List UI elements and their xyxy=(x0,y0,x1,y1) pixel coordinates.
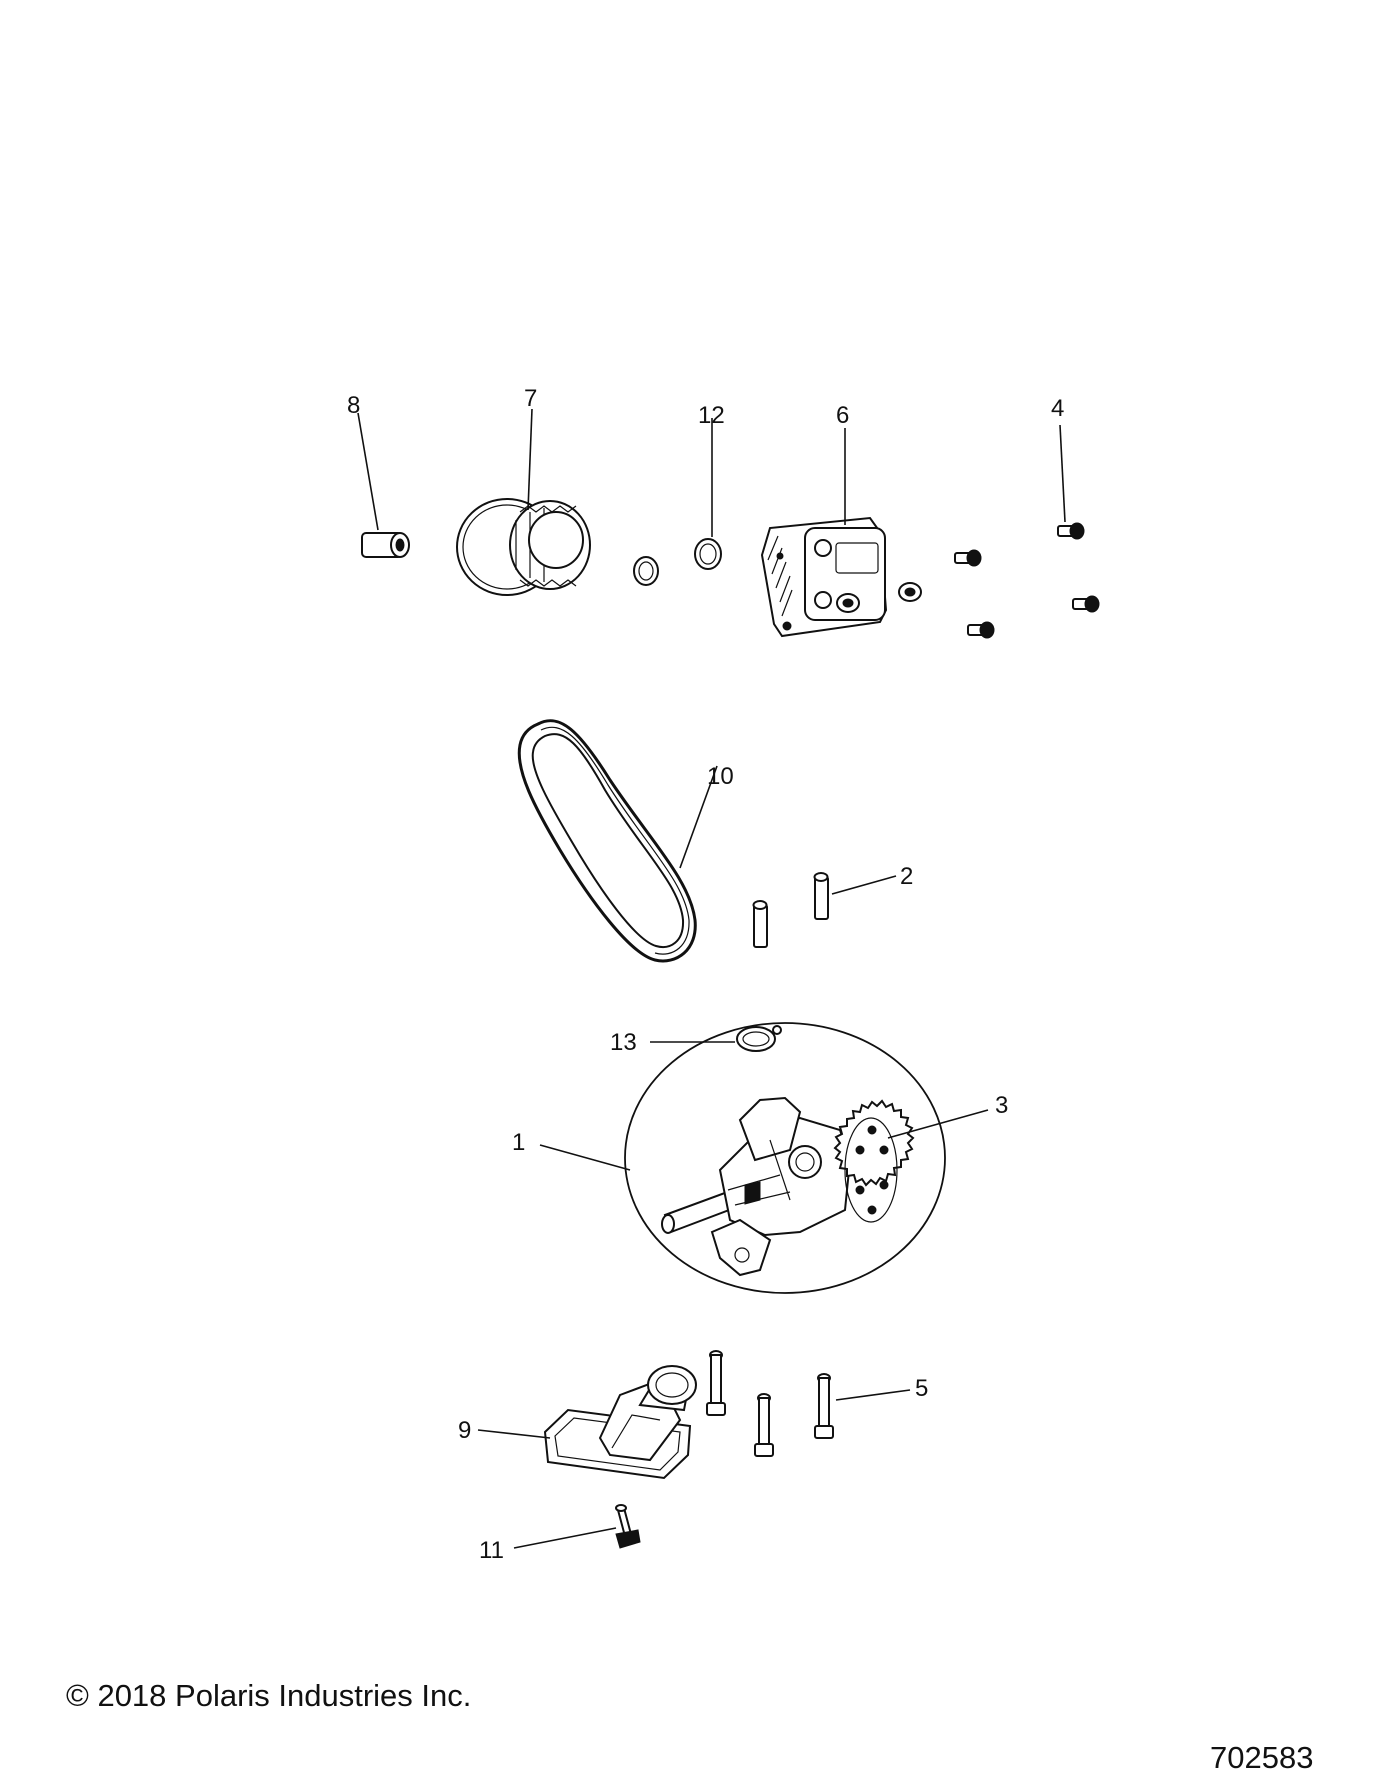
bolt xyxy=(706,1350,726,1416)
part-2-dowel-pins[interactable] xyxy=(752,872,829,948)
callout-9[interactable]: 9 xyxy=(458,1417,471,1444)
callout-5[interactable]: 5 xyxy=(915,1375,928,1402)
part-11-drain-bolt[interactable] xyxy=(615,1504,641,1549)
leader-3 xyxy=(887,1109,989,1139)
leader-11 xyxy=(513,1527,617,1549)
screw xyxy=(954,549,982,567)
leader-7 xyxy=(527,408,533,511)
callout-12[interactable]: 12 xyxy=(698,402,725,429)
part-7-oil-filter[interactable] xyxy=(456,498,591,596)
callout-11[interactable]: 11 xyxy=(479,1537,504,1564)
screw xyxy=(1057,522,1085,540)
callout-7[interactable]: 7 xyxy=(524,385,537,412)
part-5-bolts[interactable] xyxy=(706,1350,834,1457)
leader-5 xyxy=(835,1389,911,1401)
leader-8 xyxy=(357,412,379,531)
callout-6[interactable]: 6 xyxy=(836,402,849,429)
screw xyxy=(1072,595,1100,613)
callout-4[interactable]: 4 xyxy=(1051,395,1064,422)
callout-10[interactable]: 10 xyxy=(707,763,734,790)
leader-9 xyxy=(477,1429,551,1439)
callout-1[interactable]: 1 xyxy=(512,1129,525,1156)
part-8-sleeve[interactable] xyxy=(361,532,410,558)
copyright-notice: © 2018 Polaris Industries Inc. xyxy=(66,1678,472,1713)
leader-1 xyxy=(539,1144,631,1171)
part-12-seal-ring[interactable] xyxy=(694,538,722,570)
part-1-oil-pump-assembly[interactable] xyxy=(624,1022,946,1294)
part-13-o-ring[interactable] xyxy=(736,1025,782,1052)
part-10-drive-belt[interactable] xyxy=(517,719,697,963)
diagram-number: 702583 xyxy=(1210,1740,1314,1775)
part-3-sprocket[interactable] xyxy=(833,1099,915,1223)
part-4-screws[interactable] xyxy=(954,522,1100,639)
o-ring[interactable] xyxy=(633,556,659,586)
callout-3[interactable]: 3 xyxy=(995,1092,1008,1119)
screw xyxy=(967,621,995,639)
bolt xyxy=(754,1393,774,1457)
part-9-oil-pickup[interactable] xyxy=(543,1365,697,1480)
leader-10 xyxy=(679,765,718,869)
callout-2[interactable]: 2 xyxy=(900,863,913,890)
part-6-oil-cooler[interactable] xyxy=(760,516,922,638)
leader-4 xyxy=(1059,424,1066,523)
callout-8[interactable]: 8 xyxy=(347,392,360,419)
bolt xyxy=(814,1373,834,1439)
callout-13[interactable]: 13 xyxy=(610,1029,637,1056)
leader-2 xyxy=(831,875,897,895)
